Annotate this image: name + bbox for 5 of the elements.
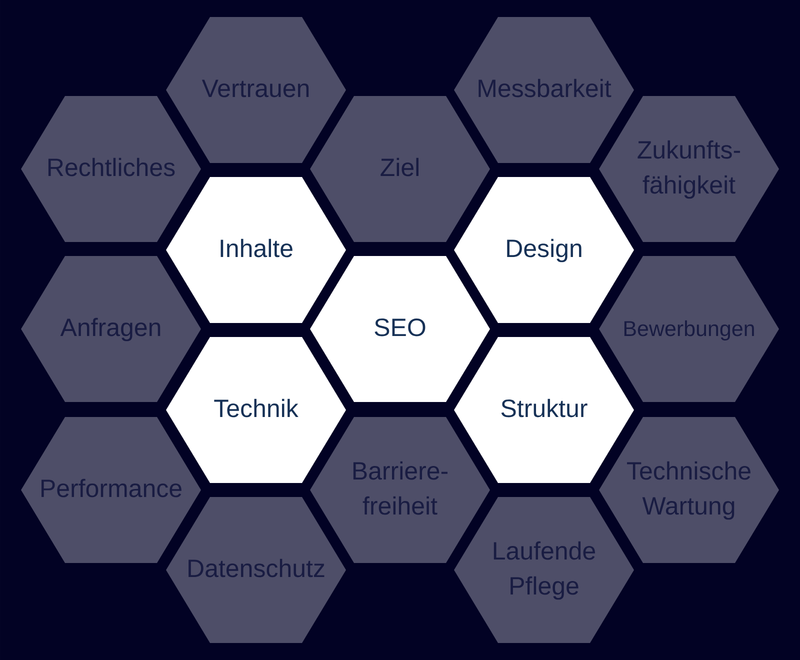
hexagon: Technik — [166, 337, 346, 483]
hexagon: Design — [454, 176, 634, 323]
node-label: SEO — [374, 318, 426, 336]
hexagon: Inhalte — [166, 176, 346, 323]
hexagon: SEO — [310, 256, 490, 402]
